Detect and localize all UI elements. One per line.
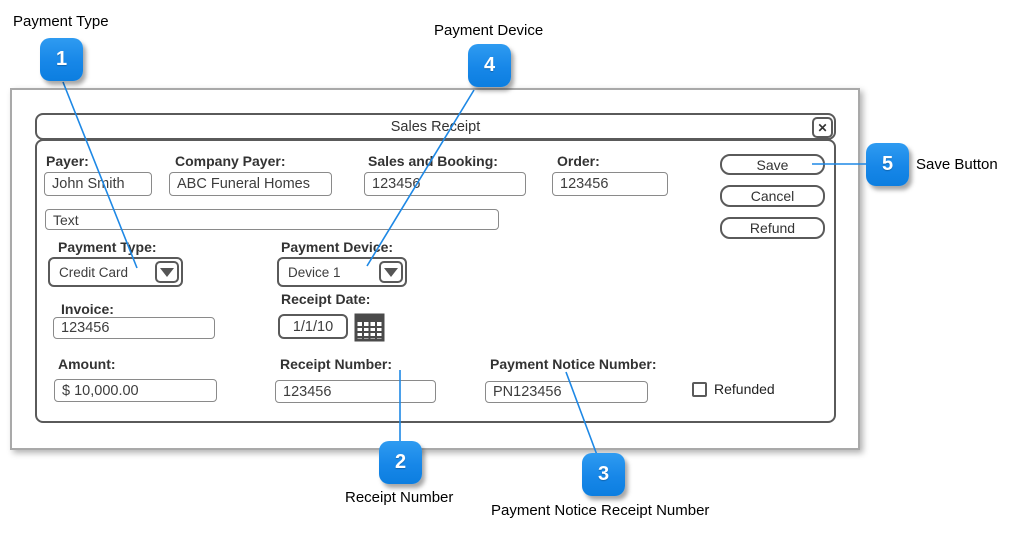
invoice-field[interactable] [53,317,215,339]
dropdown-arrow-icon[interactable] [155,261,179,283]
callout-label-payment-notice-receipt-number: Payment Notice Receipt Number [491,502,710,519]
receipt-number-field[interactable] [275,380,436,403]
close-icon[interactable]: ✕ [812,117,833,138]
order-label: Order: [557,153,600,169]
payment-notice-number-label: Payment Notice Number: [490,356,657,372]
payment-type-value: Credit Card [59,264,129,280]
callout-badge-4: 4 [468,44,511,87]
amount-label: Amount: [58,356,116,372]
dropdown-arrow-icon[interactable] [379,261,403,283]
payment-type-dropdown[interactable]: Credit Card [48,257,183,287]
sales-and-booking-field[interactable] [364,172,526,196]
cancel-button[interactable]: Cancel [720,185,825,207]
refund-button[interactable]: Refund [720,217,825,239]
callout-label-payment-type: Payment Type [13,13,109,30]
payer-label: Payer: [46,153,89,169]
payment-type-label: Payment Type: [58,239,157,255]
order-field[interactable] [552,172,668,196]
callout-badge-1: 1 [40,38,83,81]
company-payer-field[interactable] [169,172,332,196]
sales-and-booking-label: Sales and Booking: [368,153,498,169]
payment-device-label: Payment Device: [281,239,394,255]
callout-badge-2: 2 [379,441,422,484]
callout-badge-5: 5 [866,143,909,186]
payment-device-dropdown[interactable]: Device 1 [277,257,407,287]
receipt-number-label: Receipt Number: [280,356,393,372]
callout-label-save-button: Save Button [916,156,998,173]
text-field[interactable] [45,209,499,230]
invoice-label: Invoice: [61,301,114,317]
refunded-checkbox[interactable] [692,382,707,397]
refunded-checkbox-label: Refunded [714,381,775,397]
payer-field[interactable] [44,172,152,196]
calendar-icon[interactable] [354,312,385,348]
callout-label-payment-device: Payment Device [434,22,544,39]
window-titlebar: Sales Receipt [35,113,836,140]
payment-notice-number-field[interactable] [485,381,648,403]
window-title: Sales Receipt [390,118,481,135]
company-payer-label: Company Payer: [175,153,286,169]
amount-field[interactable] [54,379,217,402]
save-button[interactable]: Save [720,154,825,175]
payment-device-value: Device 1 [288,264,341,280]
receipt-date-field[interactable] [278,314,348,339]
callout-label-receipt-number: Receipt Number [345,489,454,506]
callout-badge-3: 3 [582,453,625,496]
receipt-date-label: Receipt Date: [281,291,371,307]
